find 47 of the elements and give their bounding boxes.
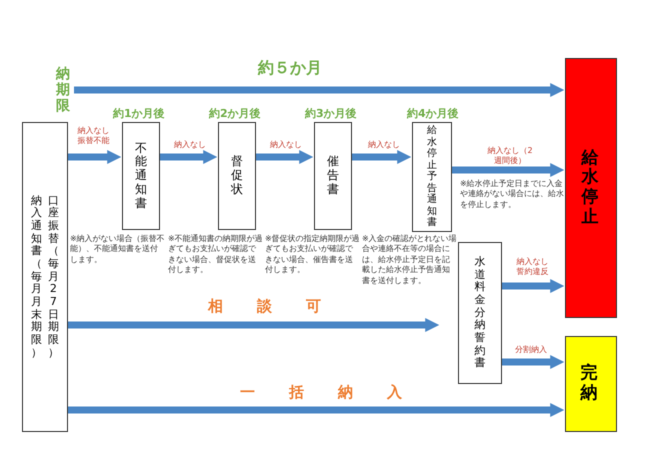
box-label: 不能通知書 bbox=[134, 142, 148, 210]
box-label: 督促状 bbox=[230, 155, 244, 197]
box-label: 給水停止予告通知書 bbox=[426, 125, 438, 229]
arrow bbox=[502, 279, 564, 293]
edge-label: 納入なし（2週間後） bbox=[486, 146, 534, 166]
edge-label: 約５か月 bbox=[258, 58, 322, 79]
box-label: 納入通知書（毎月月末期限） bbox=[30, 194, 44, 360]
arrow bbox=[74, 83, 564, 97]
box-label: 口座振替（毎月27日期限） bbox=[46, 194, 60, 360]
edge-label: 納入なし bbox=[367, 140, 401, 150]
edge-label: 一括納入 bbox=[240, 383, 436, 402]
edge-label: 納入なし bbox=[173, 140, 207, 150]
note-text: ※入金の確認がとれない場合や連絡不在等の場合には、給水停止予定日を記載した給水停止予告通知書を送付します。 bbox=[362, 234, 457, 286]
box-label: 給水停止 bbox=[580, 148, 602, 228]
time-label: 約1か月後 bbox=[113, 106, 165, 121]
note-text: ※不能通知書の納期限が過ぎてもお支払いが確認できない場合、督促状を送付します。 bbox=[168, 234, 263, 276]
stop-box bbox=[565, 58, 617, 318]
arrow bbox=[352, 150, 412, 164]
complete-box bbox=[565, 336, 617, 432]
arrow bbox=[160, 150, 218, 164]
arrow bbox=[452, 163, 564, 177]
note-text: ※給水停止予定日までに入金や連絡がない場合には、給水を停止します。 bbox=[460, 179, 564, 210]
box-label: 水道料金分納誓約書 bbox=[474, 256, 486, 370]
time-label: 約4か月後 bbox=[407, 106, 459, 121]
edge-label: 納入なし振替不能 bbox=[76, 126, 110, 146]
document-box bbox=[122, 122, 160, 230]
time-label: 約2か月後 bbox=[209, 106, 261, 121]
note-text: ※督促状の指定納期限が過ぎてもお支払いが確認できない場合、催告書を送付します。 bbox=[265, 234, 360, 276]
arrow bbox=[68, 318, 440, 332]
arrow bbox=[68, 150, 122, 164]
arrow bbox=[68, 403, 564, 417]
arrow bbox=[256, 150, 314, 164]
document-box bbox=[412, 122, 452, 232]
edge-label: 分割納入 bbox=[514, 345, 548, 355]
time-label: 約3か月後 bbox=[305, 106, 357, 121]
deadline-label: 納期限 bbox=[56, 66, 70, 150]
box-label: 催告書 bbox=[326, 155, 340, 197]
edge-label: 納入なし誓約違反 bbox=[516, 257, 550, 277]
document-box bbox=[314, 122, 352, 230]
note-text: ※納入がない場合（振替不能）、不能通知書を送付します。 bbox=[70, 234, 165, 266]
document-box bbox=[218, 122, 256, 230]
document-box bbox=[22, 122, 68, 432]
document-box bbox=[458, 242, 502, 384]
edge-label: 納入なし bbox=[269, 140, 303, 150]
box-label: 完納 bbox=[580, 364, 602, 404]
edge-label: 相談可 bbox=[208, 297, 355, 316]
arrow bbox=[502, 355, 564, 369]
